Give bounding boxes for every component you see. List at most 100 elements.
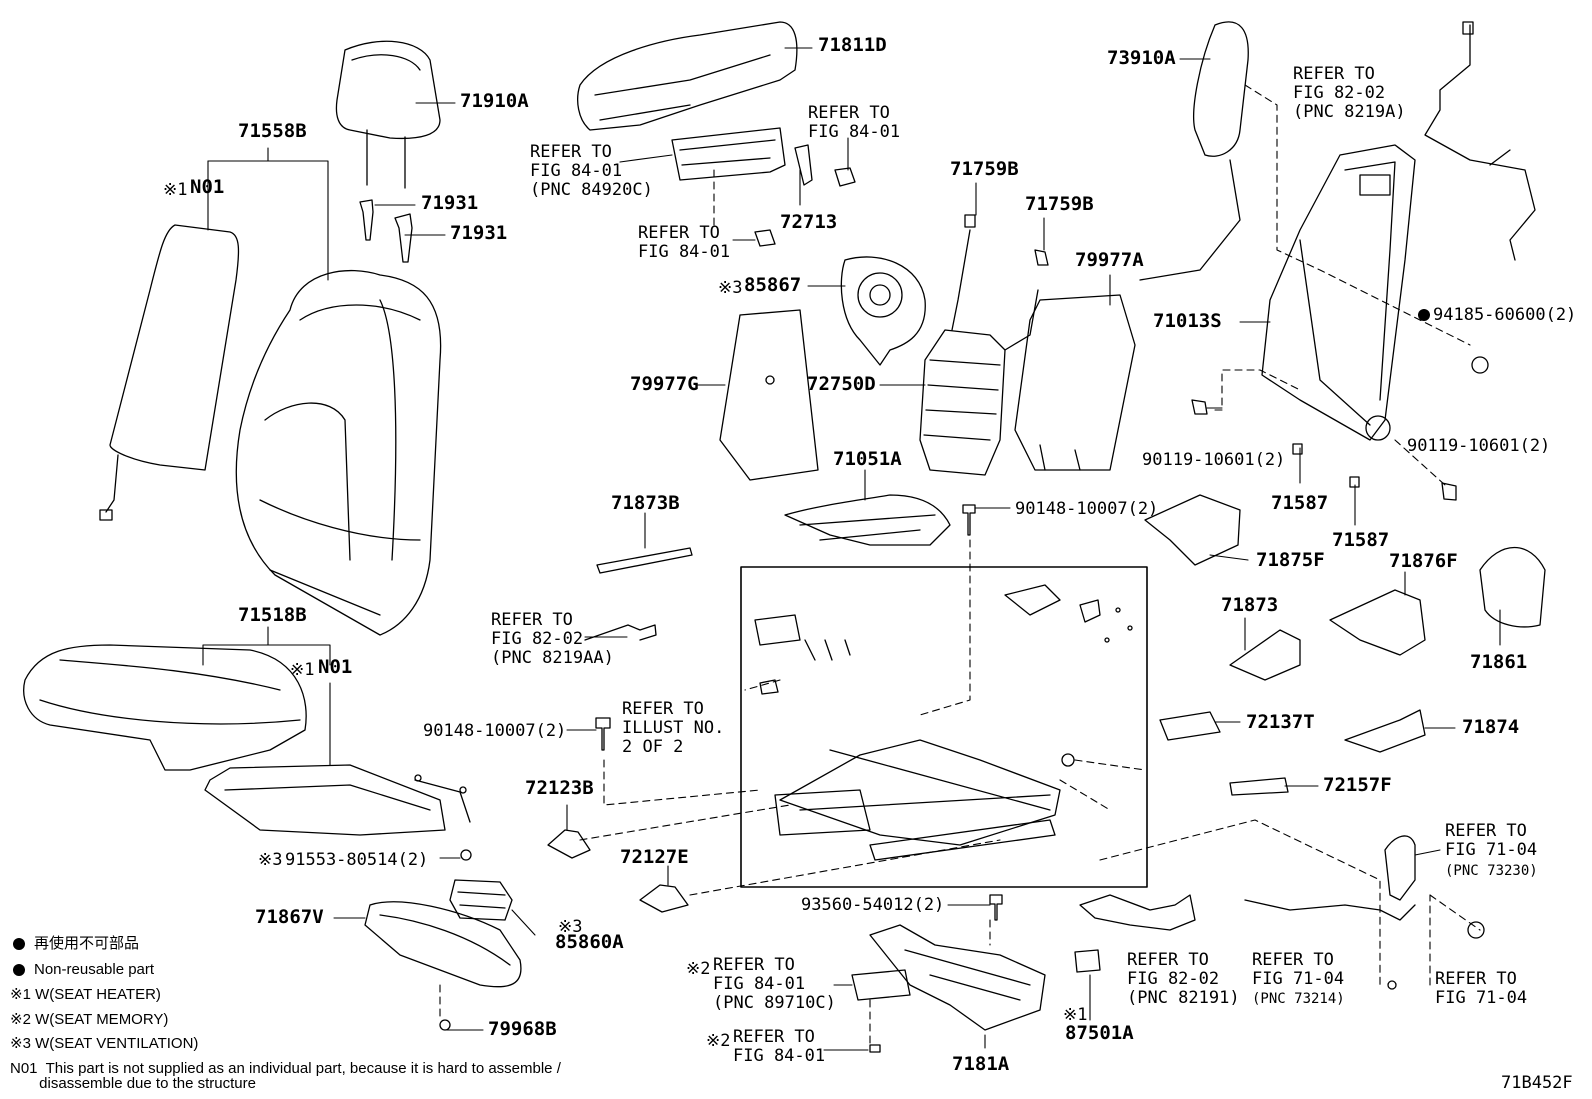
part-79977G-label[interactable]: 79977G <box>630 373 699 395</box>
part-71861-label[interactable]: 71861 <box>1470 651 1528 673</box>
bracket-72713-drawing <box>754 144 856 247</box>
part-90119-label[interactable]: 90119-10601(2) <box>1142 450 1286 470</box>
refer-fig-84-01-label[interactable]: REFER TO FIG 84-01 <box>638 223 731 262</box>
wire-harness-8219A-drawing <box>1424 21 1536 261</box>
pnc-73214-label: (PNC 73214) <box>1252 991 1345 1007</box>
part-93560-label[interactable]: 93560-54012(2) <box>801 895 945 915</box>
legend-seat-memory: ※2 W(SEAT MEMORY) <box>10 1011 169 1028</box>
side-shield-drawing <box>364 901 522 988</box>
memory-mark: ※2 <box>706 1031 731 1051</box>
part-71759B-label[interactable]: 71759B <box>950 158 1019 180</box>
part-79977A-label[interactable]: 79977A <box>1075 249 1144 271</box>
part-71874-label[interactable]: 71874 <box>1462 716 1520 738</box>
part-72157F-label[interactable]: 72157F <box>1323 774 1392 796</box>
part-71931-label[interactable]: 71931 <box>450 222 508 244</box>
part-71875F-label[interactable]: 71875F <box>1256 549 1325 571</box>
part-72750D-label[interactable]: 72750D <box>807 373 876 395</box>
part-71587-label[interactable]: 71587 <box>1332 529 1390 551</box>
diagram-code: 71B452F <box>1501 1073 1573 1093</box>
cushion-side-cover-drawing <box>577 21 798 131</box>
part-71873B-label[interactable]: 71873B <box>611 492 680 514</box>
seat-track-box <box>740 566 1148 888</box>
refer-fig-71-04-label[interactable]: REFER TO FIG 71-04 <box>1445 821 1538 860</box>
part-71558B-label[interactable]: 71558B <box>238 120 307 142</box>
heater-mark: ※1 <box>163 180 188 200</box>
part-7181A-label[interactable]: 7181A <box>952 1053 1010 1075</box>
ventilation-mark: ※3 <box>558 917 583 937</box>
part-85867-label[interactable]: 85867 <box>744 274 802 296</box>
leader-lines <box>202 47 1501 1051</box>
headrest-guides-drawing <box>359 199 413 263</box>
memory-ecu-drawing <box>851 969 911 1053</box>
legend-non-reusable-jp: 再使用不可部品 <box>34 935 140 952</box>
refer-82191-label[interactable]: REFER TO FIG 82-02 (PNC 82191) <box>1127 950 1240 1008</box>
heater-mark: ※1 <box>290 660 315 680</box>
pad-79977A-drawing <box>1014 294 1136 471</box>
refer-84920C-label[interactable]: REFER TO FIG 84-01 (PNC 84920C) <box>530 142 653 200</box>
seat-belt-buckle-drawing <box>1244 835 1485 990</box>
part-72137T-label[interactable]: 72137T <box>1246 711 1315 733</box>
bolt-90148-top-drawing <box>962 504 976 536</box>
part-87501A-label[interactable]: 87501A <box>1065 1022 1134 1044</box>
cushion-cover-drawing <box>23 644 307 771</box>
refer-fig-84-01-label[interactable]: REFER TO FIG 84-01 <box>733 1027 826 1066</box>
refer-fig-71-04-label[interactable]: REFER TO FIG 71-04 <box>1252 950 1345 989</box>
refer-illust-label[interactable]: REFER TO ILLUST NO. 2 OF 2 <box>622 699 725 757</box>
memory-mark: ※2 <box>686 959 711 979</box>
part-71910A-label[interactable]: 71910A <box>460 90 529 112</box>
covers-72123B-72127E-drawing <box>547 829 689 913</box>
part-71873-label[interactable]: 71873 <box>1221 594 1279 616</box>
part-91553-label[interactable]: 91553-80514(2) <box>285 850 429 870</box>
vent-fan-drawing <box>449 849 513 921</box>
harness-82191-drawing <box>1079 894 1196 931</box>
part-71811D-label[interactable]: 71811D <box>818 34 887 56</box>
refer-fig-84-01-label[interactable]: REFER TO FIG 84-01 <box>808 103 901 142</box>
clip-79968B-drawing <box>439 1019 451 1031</box>
part-72713-label[interactable]: 72713 <box>780 211 838 233</box>
part-71876F-label[interactable]: 71876F <box>1389 550 1458 572</box>
seat-fan-drawing <box>840 256 926 366</box>
seat-switch-drawing <box>671 127 786 181</box>
ventilation-mark: ※3 <box>258 850 283 870</box>
n01-label: N01 <box>190 176 225 198</box>
rod-71873B-drawing <box>596 547 693 574</box>
part-71931-label[interactable]: 71931 <box>421 192 479 214</box>
legend-non-reusable-en: Non-reusable part <box>34 961 155 978</box>
refer-89710C-label[interactable]: REFER TO FIG 84-01 (PNC 89710C) <box>713 955 836 1013</box>
part-90119-label[interactable]: 90119-10601(2) <box>1407 436 1551 456</box>
module-87501A-drawing <box>1074 949 1101 973</box>
seatback-cover-drawing <box>235 269 442 636</box>
harness-71051A-drawing <box>784 494 951 546</box>
part-79968B-label[interactable]: 79968B <box>488 1018 557 1040</box>
part-71867V-label[interactable]: 71867V <box>255 906 324 928</box>
part-94185-label[interactable]: 94185-60600(2) <box>1433 305 1577 325</box>
pnc-73230-label: (PNC 73230) <box>1445 863 1538 879</box>
bracket-71875F-drawing <box>1144 494 1241 566</box>
refer-8219A-label[interactable]: REFER TO FIG 82-02 (PNC 8219A) <box>1293 64 1406 122</box>
non-reusable-dots <box>13 309 1430 976</box>
part-90148-label[interactable]: 90148-10007(2) <box>1015 499 1159 519</box>
back-heater-drawing <box>99 224 240 521</box>
part-90148-label[interactable]: 90148-10007(2) <box>423 721 567 741</box>
assembly-dashed-lines <box>439 84 1481 1046</box>
side-airbag-drawing <box>1139 21 1249 281</box>
screw-93560-drawing <box>989 894 1003 921</box>
refer-fig-71-04-label[interactable]: REFER TO FIG 71-04 <box>1435 969 1528 1008</box>
refer-8219AA-label[interactable]: REFER TO FIG 82-02 (PNC 8219AA) <box>491 610 614 668</box>
part-71013S-label[interactable]: 71013S <box>1153 310 1222 332</box>
part-71518B-label[interactable]: 71518B <box>238 604 307 626</box>
fasteners-drawing <box>1191 356 1489 501</box>
part-72123B-label[interactable]: 72123B <box>525 777 594 799</box>
part-71587-label[interactable]: 71587 <box>1271 492 1329 514</box>
part-72127E-label[interactable]: 72127E <box>620 846 689 868</box>
lower-track-drawing <box>869 924 1046 1031</box>
part-71051A-label[interactable]: 71051A <box>833 448 902 470</box>
legend-n01-note: N01 This part is not supplied as an indi… <box>10 1060 561 1092</box>
part-73910A-label[interactable]: 73910A <box>1107 47 1176 69</box>
lumbar-support-drawing <box>919 214 1049 476</box>
part-71759B-label[interactable]: 71759B <box>1025 193 1094 215</box>
heater-mark: ※1 <box>1063 1005 1088 1025</box>
part-85860A-label[interactable]: 85860A <box>555 931 624 953</box>
